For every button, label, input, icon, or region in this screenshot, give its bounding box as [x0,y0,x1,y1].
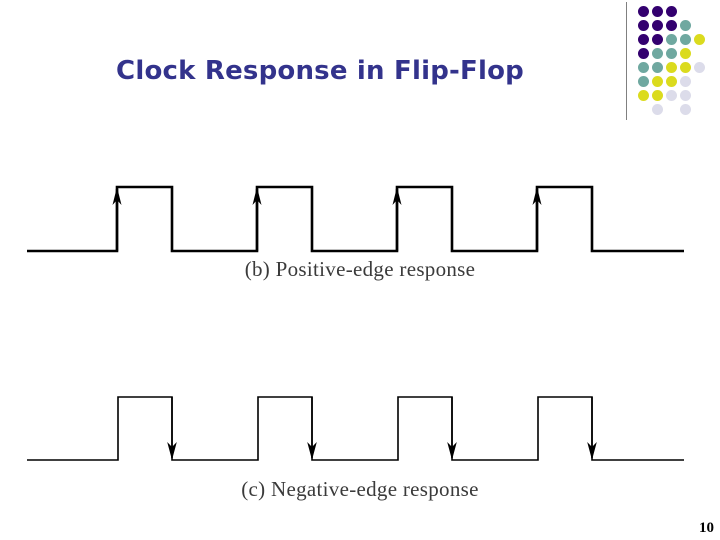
logo-dot-teal [638,62,649,73]
logo-dot-purple [638,48,649,59]
logo-dot-blank [638,104,649,115]
logo-dot-yellow [666,76,677,87]
edge-arrow-up [112,187,122,205]
edge-arrow-head [112,187,122,205]
logo-dot-yellow [638,90,649,101]
negative-edge-waveform [27,396,684,461]
logo-dot-pale [680,76,691,87]
edge-arrow-down [447,442,457,460]
logo-dot-teal [666,48,677,59]
logo-dot-blank [666,104,677,115]
logo-dot-row [638,20,708,34]
logo-dot-purple [652,34,663,45]
edge-arrow-down [307,442,317,460]
logo-dot-purple [638,20,649,31]
logo-dot-purple [666,20,677,31]
logo-dot-blank [694,104,705,115]
edge-arrow-up [532,187,542,205]
logo-dot-teal [666,34,677,45]
logo-dot-teal [680,20,691,31]
edge-arrow-up [252,187,262,205]
edge-arrow-head [587,442,597,460]
edge-arrow-head [392,187,402,205]
logo-dot-row [638,34,708,48]
logo-dot-purple [652,20,663,31]
logo-dot-teal [652,62,663,73]
logo-dot-row [638,48,708,62]
caption-negative-edge: (c) Negative-edge response [241,477,479,501]
logo-dot-purple [652,6,663,17]
logo-dot-yellow [694,34,705,45]
logo-dot-teal [680,34,691,45]
edge-arrow-head [532,187,542,205]
edge-arrow-head [252,187,262,205]
page-title: Clock Response in Flip-Flop [116,56,524,86]
waveform-trace [27,396,684,461]
edge-arrow-down [167,442,177,460]
caption-positive-edge: (b) Positive-edge response [244,257,476,281]
edge-arrow-down [587,442,597,460]
logo-dot-pale [694,62,705,73]
logo-dot-blank [694,20,705,31]
edge-arrow-head [167,442,177,460]
logo-dot-yellow [652,76,663,87]
logo-dot-blank [680,6,691,17]
logo-divider-line [626,2,627,120]
logo-dot-blank [694,76,705,87]
logo-dot-pale [666,90,677,101]
logo-dot-purple [666,6,677,17]
logo-dot-grid [638,6,708,118]
logo-dot-pale [680,104,691,115]
logo-dot-pale [680,90,691,101]
clock-waveform-figure: (b) Positive-edge response (c) Negative-… [0,150,720,520]
logo-dot-teal [638,76,649,87]
logo-dot-blank [694,48,705,59]
edge-arrow-up [392,187,402,205]
logo-dot-pale [652,104,663,115]
logo-dot-row [638,104,708,118]
logo-dot-yellow [652,90,663,101]
waveform-trace [27,185,684,253]
dot-grid-logo [626,0,720,122]
edge-arrow-head [307,442,317,460]
logo-dot-row [638,76,708,90]
logo-dot-yellow [666,62,677,73]
page-number: 10 [699,520,714,536]
logo-dot-row [638,90,708,104]
logo-dot-row [638,62,708,76]
logo-dot-blank [694,90,705,101]
logo-dot-blank [694,6,705,17]
logo-dot-row [638,6,708,20]
logo-dot-teal [652,48,663,59]
positive-edge-waveform [27,185,684,253]
logo-dot-purple [638,34,649,45]
edge-arrow-head [447,442,457,460]
logo-dot-yellow [680,62,691,73]
logo-dot-purple [638,6,649,17]
logo-dot-yellow [680,48,691,59]
